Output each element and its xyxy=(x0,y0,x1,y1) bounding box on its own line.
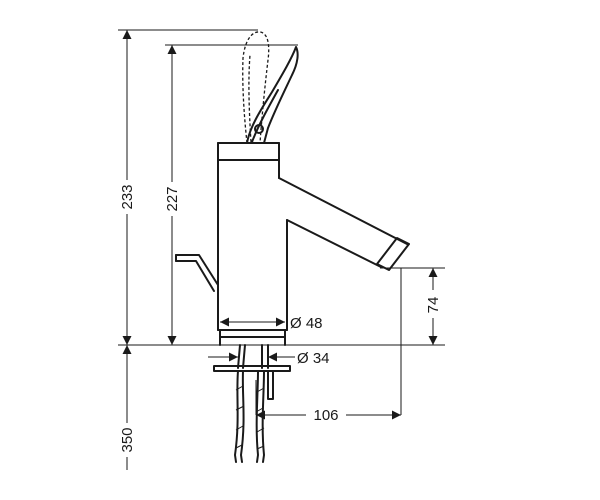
faucet-outline xyxy=(217,142,410,346)
dim-227-label: 227 xyxy=(164,186,181,211)
dim-diameter-48-label: Ø 48 xyxy=(290,315,323,332)
dim-233-label: 233 xyxy=(119,184,136,209)
lever-handle xyxy=(246,46,299,144)
supply-lines xyxy=(213,344,291,463)
dim-74-label: 74 xyxy=(425,297,442,314)
popup-rod xyxy=(175,254,219,292)
dim-diameter-34-label: Ø 34 xyxy=(297,350,330,367)
dim-350-label: 350 xyxy=(119,427,136,452)
dim-106-label: 106 xyxy=(313,407,338,424)
lever-alt-position xyxy=(242,31,270,144)
